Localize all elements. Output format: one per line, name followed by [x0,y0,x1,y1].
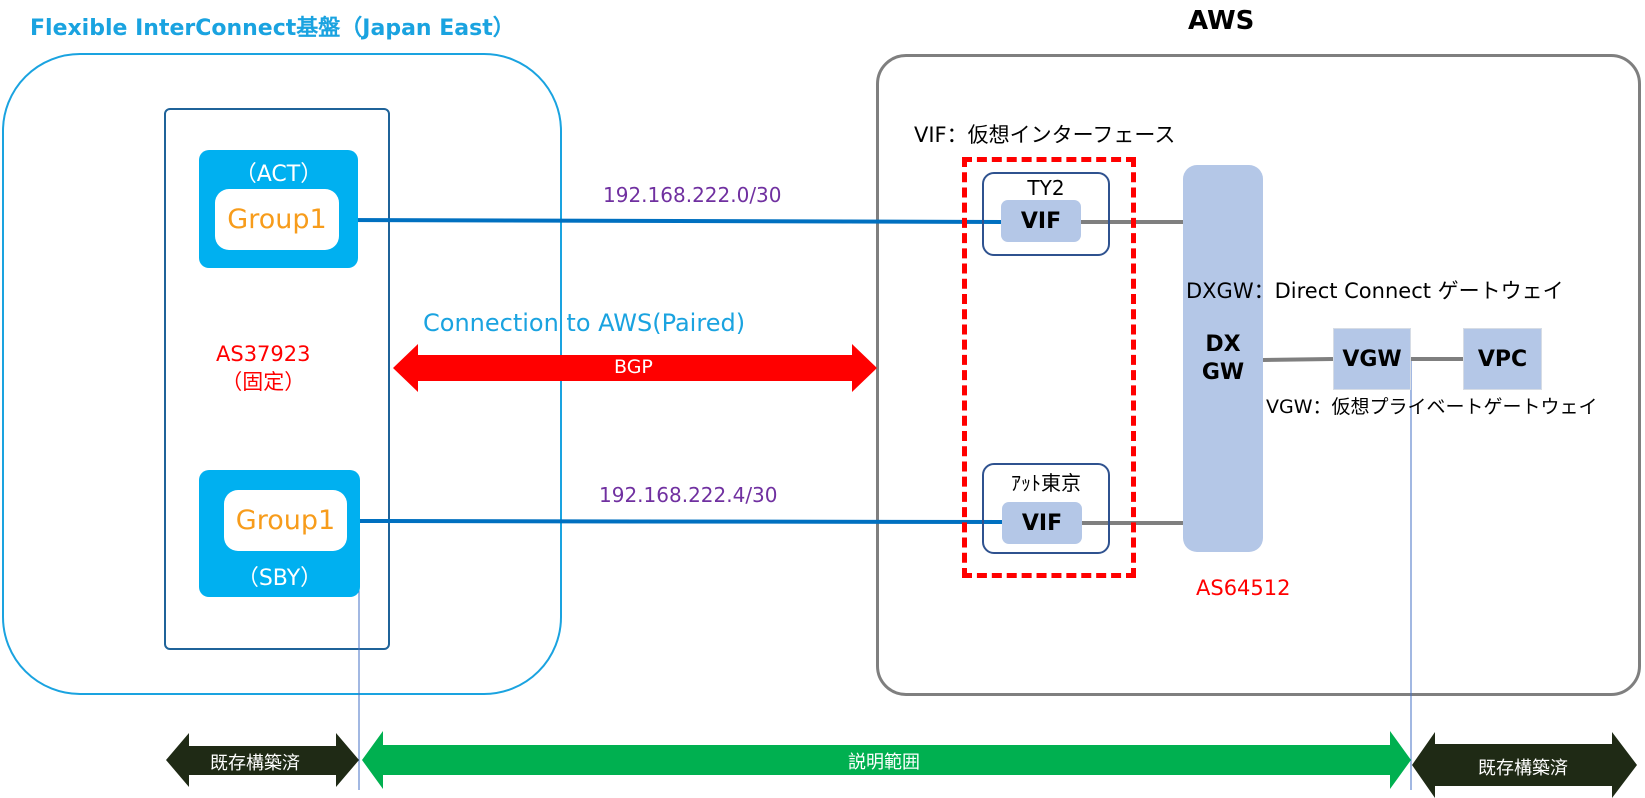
dxgw-label-line2: GW [1201,359,1245,385]
secondary-subnet-label: 192.168.222.4/30 [599,483,778,507]
site-ty2-name: TY2 [1027,176,1065,200]
fic-as-note: （固定） [221,370,306,394]
connection-label: Connection to AWS(Paired) [423,309,746,337]
fic-router-container [164,108,390,650]
primary-link [339,218,1003,224]
act-group-name[interactable]: Group1 [215,189,339,250]
aws-region-title: AWS [1188,6,1255,36]
aws-as-number: AS64512 [1196,576,1291,600]
right-existing-arrow [1412,732,1637,798]
left-existing-arrow [166,733,359,787]
vif-ty2[interactable]: VIF [1001,200,1081,242]
site-at-tokyo-name: ｱｯﾄ東京 [1011,471,1081,495]
bgp-label: BGP [614,356,653,378]
dxgw-vgw-link [1262,357,1334,362]
fic-region-title: Flexible InterConnect基盤（Japan East） [30,16,515,41]
site-ty2: TY2 [982,172,1110,256]
vgw-definition: VGW：仮想プライベートゲートウェイ [1266,396,1598,418]
sby-group-name[interactable]: Group1 [224,490,347,551]
aws-region [876,54,1641,696]
fic-as-value: AS37923 [216,342,311,366]
dxgw-label-line1: DX [1205,331,1241,357]
vif-at-tokyo[interactable]: VIF [1002,502,1082,544]
vif-group-boundary [962,157,1136,578]
sby-group-card[interactable]: Group1 （SBY） [199,470,360,597]
primary-subnet-label: 192.168.222.0/30 [603,183,782,207]
secondary-link [345,519,1005,524]
bgp-arrow [393,344,877,392]
dxgw-node[interactable]: DX GW [1183,165,1263,552]
explained-scope-arrow [362,731,1411,789]
act-status-label: （ACT） [234,162,323,187]
sby-status-label: （SBY） [236,566,323,591]
site-at-tokyo: ｱｯﾄ東京 [982,463,1110,554]
vgw-node[interactable]: VGW [1333,328,1411,390]
dxgw-definition: DXGW：Direct Connect ゲートウェイ [1186,279,1564,303]
vpc-node[interactable]: VPC [1463,328,1542,390]
left-existing-label: 既存構築済 [210,753,300,774]
explained-scope-label: 説明範囲 [848,752,920,773]
act-group-card[interactable]: （ACT） Group1 [199,150,358,268]
right-existing-label: 既存構築済 [1478,758,1568,779]
fic-as-number: AS37923 （固定） [216,340,311,396]
vif-definition: VIF：仮想インターフェース [914,123,1176,147]
